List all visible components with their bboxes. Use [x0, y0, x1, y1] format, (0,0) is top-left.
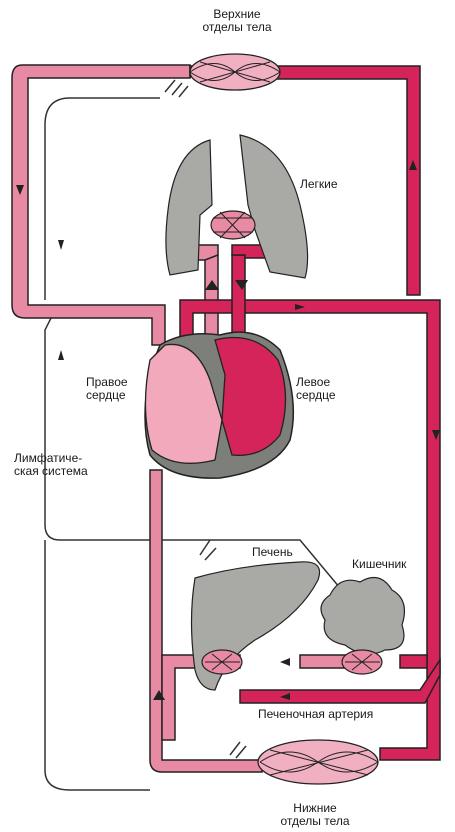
lower-body-capillary-bed — [258, 740, 378, 784]
liver-capillary-bed — [202, 650, 242, 674]
lymphatic-system-label: Лимфатиче- ская система — [14, 452, 88, 478]
right-heart-label: Правое сердце — [86, 376, 128, 402]
lungs-label: Легкие — [300, 178, 338, 191]
hepatic-artery-label: Печеночная артерия — [258, 708, 373, 721]
intestine-label: Кишечник — [352, 558, 406, 571]
upper-body-capillary-bed — [190, 54, 280, 90]
left-heart-label: Левое сердце — [296, 376, 336, 402]
upper-body-label: Верхние отделы тела — [192, 8, 282, 34]
heart — [145, 332, 293, 478]
intestine-capillary-bed — [342, 650, 382, 674]
lower-body-label: Нижние отделы тела — [270, 802, 360, 828]
intestine — [321, 578, 404, 655]
liver-label: Печень — [252, 546, 293, 559]
